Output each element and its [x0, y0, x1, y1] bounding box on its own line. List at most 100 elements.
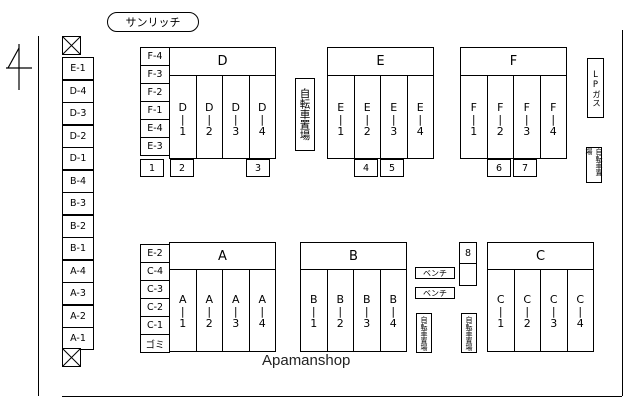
compass-mark [4, 42, 34, 92]
left-space-b-2: B-2 [62, 214, 94, 238]
block_E-space-4-part-1: | [418, 113, 423, 126]
left-space-a-4: A-4 [62, 259, 94, 283]
block_C-space-2: C|2 [513, 269, 541, 352]
block_D-space-2: D|2 [195, 75, 223, 159]
block_F-space-4: F|4 [539, 75, 567, 159]
left-space-b-2-label: B-2 [70, 220, 86, 232]
block_D-bottom-space-1: 1 [140, 159, 164, 177]
left-space-a-1-label: A-1 [70, 333, 86, 344]
block_F-space-1: F|1 [460, 75, 488, 159]
block_C-space-4-part-0: C [576, 293, 585, 306]
lp-gas: LPガス [587, 58, 604, 118]
left-space-a-2: A-2 [62, 304, 94, 328]
side-space-5-label: ゴミ [145, 339, 165, 351]
block_D-space-4: D|4 [248, 75, 276, 159]
left-space-b-3-label: B-3 [70, 198, 86, 209]
block_B-space-1: B|1 [300, 269, 328, 352]
left-space-a-3-label: A-3 [70, 288, 86, 299]
block_F-space-4-part-1: | [551, 113, 556, 126]
block_B-header-label: B [349, 248, 358, 264]
side-space-1-label: F-3 [147, 69, 163, 80]
block_C-space-1-part-1: | [498, 305, 503, 318]
block_E-space-3-part-2: 3 [390, 125, 398, 138]
block_B-space-1-part-0: B [309, 293, 318, 306]
block_F-header: F [460, 47, 567, 76]
block_D-space-3-part-0: D [231, 101, 240, 114]
side-space-5: ゴミ [140, 334, 170, 353]
side-space-2: F-2 [140, 83, 170, 102]
block_A-space-1-part-2: 1 [179, 317, 187, 330]
block_C-space-1-part-2: 1 [497, 317, 505, 330]
left-space-b-1: B-1 [62, 237, 94, 260]
block_F-space-3: F|3 [513, 75, 541, 159]
bench-2: ベンチ [415, 287, 455, 299]
block_C-header-label: C [535, 248, 546, 264]
block_E-header-label: E [376, 54, 385, 69]
block_F-space-2: F|2 [486, 75, 514, 159]
block_B-space-3-part-2: 3 [363, 317, 371, 330]
left-space-d-1-label: D-1 [69, 153, 87, 164]
bicycle-parking-bottom-1-label: 自転車置場 [420, 315, 428, 351]
bicycle-parking-center: 自転車置場 [295, 78, 315, 151]
block_A-space-4: A|4 [248, 269, 276, 352]
block_B-space-2-part-0: B [336, 293, 345, 306]
side-space-4: C-1 [140, 316, 170, 335]
block_E-space-4-part-0: E [416, 101, 424, 114]
block_B-space-2-part-1: | [338, 305, 343, 318]
block_A-space-1-part-0: A [178, 293, 187, 306]
block_F-space-1-part-0: F [470, 101, 477, 114]
block_D-space-1-part-0: D [178, 101, 187, 114]
block_C-space-3: C|3 [540, 269, 568, 352]
block_D-space-3: D|3 [222, 75, 250, 159]
block_A-space-4-part-1: | [260, 305, 265, 318]
block_C-space-1-part-0: C [496, 293, 505, 306]
left-space-b-3: B-3 [62, 192, 94, 215]
left-space-d-4-label: D-4 [69, 85, 87, 97]
block_F-space-2-part-1: | [498, 113, 503, 126]
block_D-space-3-part-2: 3 [232, 125, 240, 138]
watermark: Apamanshop [262, 352, 351, 369]
left-space-a-2-label: A-2 [70, 310, 86, 322]
block_A-space-3: A|3 [222, 269, 250, 352]
side-space-5: E-3 [140, 137, 170, 156]
side-space-0-label: E-2 [147, 248, 163, 259]
bench-2-label: ベンチ [423, 288, 447, 298]
entrance-marker-bottom [62, 348, 81, 367]
block_A-space-2-part-0: A [205, 293, 214, 306]
compass-north-icon [6, 44, 32, 90]
block_C-space-3-part-2: 3 [550, 317, 558, 330]
block_D-space-2-part-1: | [207, 113, 212, 126]
left-space-b-4-label: B-4 [70, 175, 86, 187]
block_A-space-2: A|2 [195, 269, 223, 352]
block_E-space-3-part-1: | [391, 113, 396, 126]
block_E-space-4: E|4 [406, 75, 434, 159]
block_E-space-1-part-0: E [337, 101, 345, 114]
side-space-3-label: F-1 [147, 105, 163, 116]
entrance-marker-top [62, 36, 81, 55]
bicycle-parking-center-label: 自転車置場 [298, 88, 311, 141]
left-space-e-1-label: E-1 [70, 63, 86, 74]
side-space-1-label: C-4 [146, 266, 164, 277]
block_D-bottom-space-3: 3 [246, 159, 270, 177]
side-space-4: E-4 [140, 119, 170, 138]
block_A-space-3-part-1: | [233, 305, 238, 318]
property-name-badge: サンリッチ [107, 12, 199, 32]
block_B-space-2: B|2 [326, 269, 354, 352]
block_E-space-3-part-0: E [390, 101, 398, 114]
side-space-2: C-3 [140, 280, 170, 299]
block_D-bottom-space-3-label: 3 [254, 162, 262, 174]
block_E-bottom-space-4: 4 [354, 159, 378, 177]
block_D-space-4-part-0: D [258, 101, 267, 114]
block_D-header-label: D [217, 54, 228, 69]
block_B-space-1-part-1: | [311, 305, 316, 318]
block_F-header-label: F [509, 54, 518, 69]
block_F-space-3-part-2: 3 [523, 125, 531, 138]
side-space-5-label: E-3 [147, 141, 163, 152]
block_F-space-2-part-2: 2 [496, 125, 504, 138]
left-space-a-1: A-1 [62, 327, 94, 350]
block_E-space-2-part-2: 2 [363, 125, 371, 138]
block_D-space-3-part-1: | [233, 113, 238, 126]
block_B-space-3-part-1: | [364, 305, 369, 318]
